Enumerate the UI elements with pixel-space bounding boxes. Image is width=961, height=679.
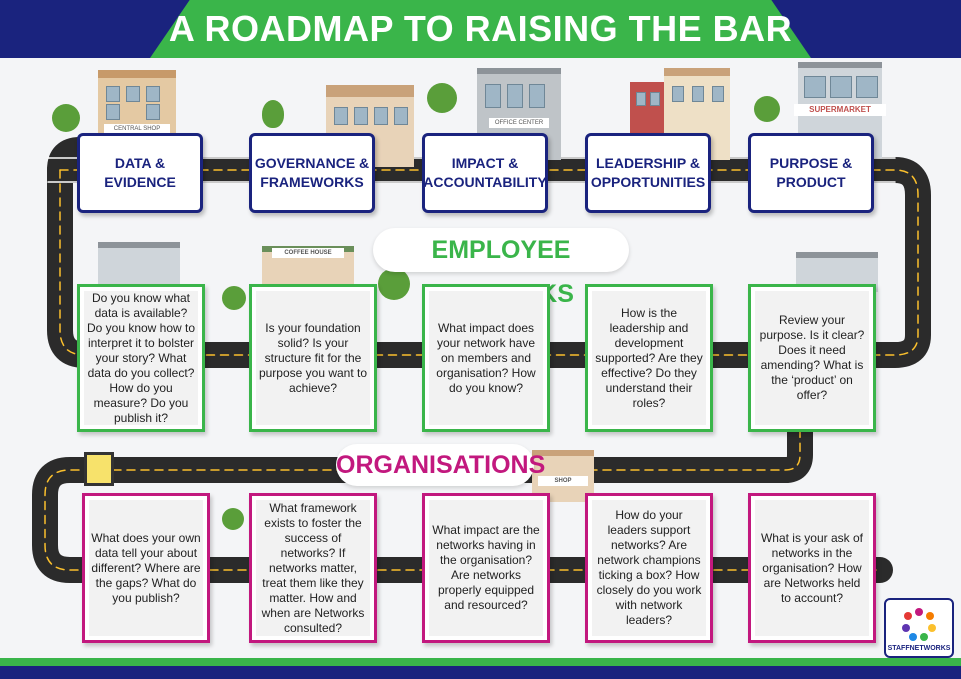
shop-sign: SHOP — [538, 476, 588, 486]
category-purpose-product[interactable]: PURPOSE &PRODUCT — [748, 133, 874, 213]
logo-text: STAFFNETWORKS — [887, 645, 951, 652]
building-shop: SHOP — [532, 450, 594, 502]
organisation-question-card: What framework exists to foster the succ… — [249, 493, 377, 643]
tree-icon — [52, 104, 80, 132]
organisation-question-card: How do your leaders support networks? Ar… — [585, 493, 713, 643]
organisations-banner: ORGANISATIONS — [336, 444, 545, 486]
building-sign-post — [84, 452, 114, 486]
organisation-question-card: What does your own data tell your about … — [82, 493, 210, 643]
tree-icon — [222, 286, 246, 310]
footer-green-bar — [0, 658, 961, 666]
employee-question-card: How is the leadership and development su… — [585, 284, 713, 432]
staff-networks-logo: STAFFNETWORKS — [884, 598, 954, 658]
category-governance-frameworks[interactable]: GOVERNANCE &FRAMEWORKS — [249, 133, 375, 213]
office-center-sign: OFFICE CENTER — [489, 118, 549, 128]
organisation-question-card: What is your ask of networks in the orga… — [748, 493, 876, 643]
central-shop-sign: CENTRAL SHOP — [104, 124, 170, 134]
employee-question-card: Is your foundation solid? Is your struct… — [249, 284, 377, 432]
employee-networks-banner: EMPLOYEE NETWORKS — [373, 228, 629, 308]
people-circle-icon — [902, 608, 936, 641]
tree-icon — [754, 96, 780, 122]
building-grey-left — [98, 242, 180, 288]
footer-blue-bar — [0, 666, 961, 679]
supermarket-sign: SUPERMARKET — [794, 104, 886, 116]
category-leadership-opportunities[interactable]: LEADERSHIP &OPPORTUNITIES — [585, 133, 711, 213]
tree-icon — [427, 83, 457, 113]
header-title-band — [150, 0, 811, 58]
coffee-house-sign: COFFEE HOUSE — [272, 248, 344, 258]
page-title: A ROADMAP TO RAISING THE BAR — [168, 8, 793, 49]
tree-icon — [262, 100, 284, 128]
employee-question-card: Review your purpose. Is it clear? Does i… — [748, 284, 876, 432]
category-impact-accountability[interactable]: IMPACT &ACCOUNTABILITY — [422, 133, 548, 213]
employee-question-card: Do you know what data is available? Do y… — [77, 284, 205, 432]
organisation-question-card: What impact are the networks having in t… — [422, 493, 550, 643]
employee-question-card: What impact does your network have on me… — [422, 284, 550, 432]
category-data-evidence[interactable]: DATA &EVIDENCE — [77, 133, 203, 213]
tree-icon — [378, 268, 410, 300]
tree-icon — [222, 508, 244, 530]
